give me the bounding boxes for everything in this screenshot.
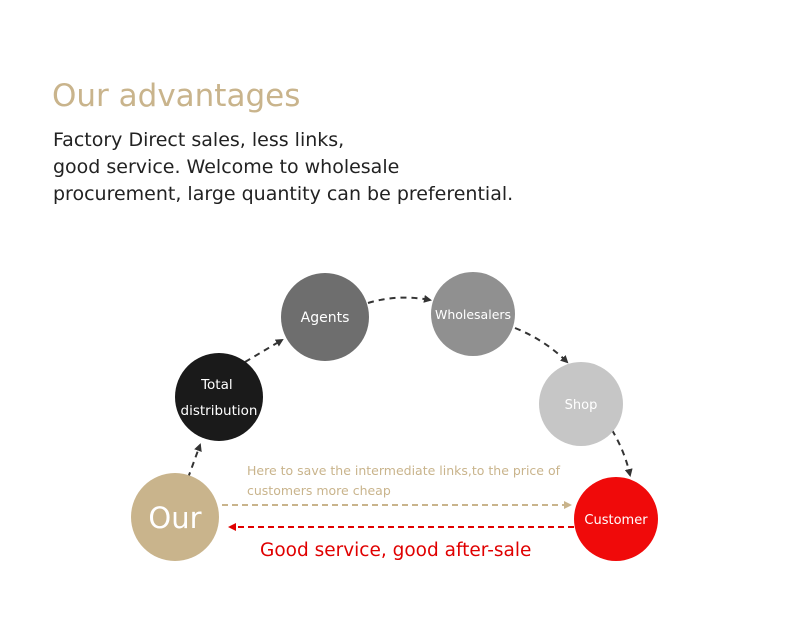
node-total-distribution-circle bbox=[175, 353, 263, 441]
arrow-shop-to-customer bbox=[611, 429, 633, 477]
arrow-wholesalers-to-shop bbox=[514, 327, 569, 364]
arrow-our-to-total bbox=[187, 443, 202, 479]
page-title: Our advantages bbox=[52, 78, 301, 114]
node-agents-circle bbox=[281, 273, 369, 361]
description: Factory Direct sales, less links, good s… bbox=[53, 127, 513, 208]
node-agents-label: Agents bbox=[301, 310, 350, 326]
node-wholesalers: Wholesalers bbox=[431, 272, 515, 356]
arrow-total-to-agents bbox=[244, 338, 284, 363]
node-total-distribution-line: distribution bbox=[181, 403, 258, 419]
node-customer-circle bbox=[574, 477, 658, 561]
node-wholesalers-circle bbox=[431, 272, 515, 356]
description-line: procurement, large quantity can be prefe… bbox=[53, 183, 514, 205]
node-total-distribution: Total distribution bbox=[175, 353, 263, 441]
node-our: Our bbox=[131, 473, 219, 561]
service-label: Good service, good after-sale bbox=[260, 540, 531, 561]
node-total-distribution-label: Total distribution bbox=[181, 377, 258, 419]
node-wholesalers-label: Wholesalers bbox=[435, 307, 511, 322]
direct-note-line: customers more cheap bbox=[247, 483, 391, 498]
direct-note-line: Here to save the intermediate links,to t… bbox=[247, 463, 561, 478]
node-our-label: Our bbox=[148, 501, 201, 535]
node-customer-label: Customer bbox=[584, 513, 648, 528]
arrow-agents-to-wholesalers bbox=[367, 294, 432, 304]
direct-note: Here to save the intermediate links,to t… bbox=[247, 463, 564, 498]
node-shop-circle bbox=[539, 362, 623, 446]
description-line: good service. Welcome to wholesale bbox=[53, 156, 400, 178]
node-customer: Customer bbox=[574, 477, 658, 561]
node-shop: Shop bbox=[539, 362, 623, 446]
node-shop-label: Shop bbox=[565, 398, 598, 413]
description-line: Factory Direct sales, less links, bbox=[53, 129, 345, 151]
node-agents: Agents bbox=[281, 273, 369, 361]
node-our-circle bbox=[131, 473, 219, 561]
node-total-distribution-line: Total bbox=[200, 377, 233, 393]
